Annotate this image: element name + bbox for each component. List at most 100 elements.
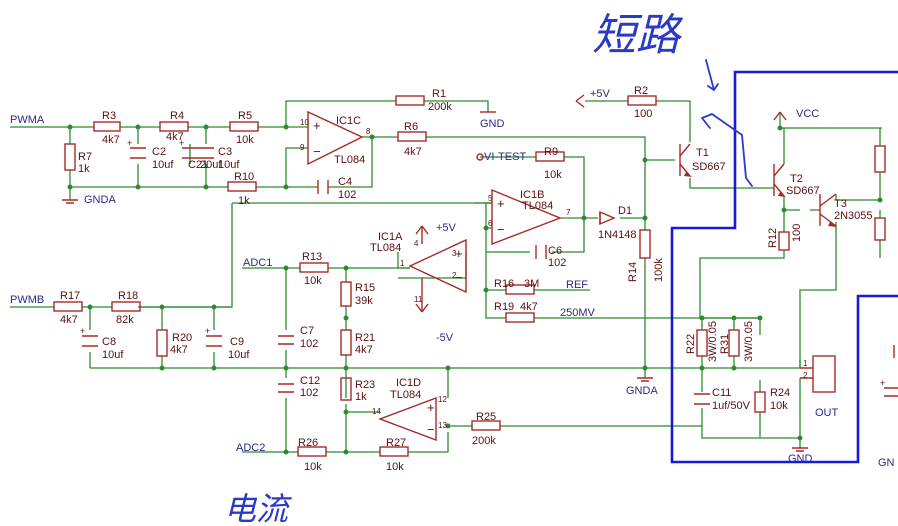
- svg-text:10uf: 10uf: [218, 159, 240, 171]
- svg-text:39k: 39k: [355, 295, 373, 307]
- svg-text:R18: R18: [118, 290, 138, 302]
- svg-text:−: −: [427, 422, 435, 437]
- svg-text:10k: 10k: [544, 169, 562, 181]
- svg-text:C7: C7: [300, 325, 314, 337]
- resistor-R10: [227, 181, 257, 192]
- testpoint-VI: [476, 153, 484, 161]
- svg-text:ADC1: ADC1: [243, 257, 272, 269]
- resistor-R17: [53, 301, 83, 312]
- wires: [10, 100, 882, 453]
- resistor-R15: [340, 281, 352, 307]
- svg-text:−: −: [497, 222, 505, 237]
- svg-text:10k: 10k: [304, 275, 322, 287]
- svg-text:+: +: [427, 400, 435, 415]
- svg-text:4k7: 4k7: [355, 344, 373, 356]
- svg-text:3W/0.05: 3W/0.05: [707, 321, 719, 362]
- svg-text:1uf/50V: 1uf/50V: [712, 400, 751, 412]
- svg-text:IC1D: IC1D: [396, 377, 421, 389]
- svg-text:R9: R9: [544, 146, 558, 158]
- svg-text:R31: R31: [719, 334, 731, 354]
- output-connector: [800, 355, 836, 393]
- polarity-marks: + + + + +: [80, 138, 885, 388]
- resistor-R26: [297, 446, 327, 457]
- svg-text:短路: 短路: [592, 10, 684, 61]
- svg-text:R1: R1: [432, 88, 446, 100]
- resistor-R14: [639, 229, 651, 259]
- svg-text:IC1C: IC1C: [336, 115, 361, 127]
- svg-text:1: 1: [803, 359, 808, 368]
- svg-text:R2: R2: [634, 85, 648, 97]
- svg-text:+: +: [80, 326, 85, 336]
- resistor-R24: [754, 391, 766, 413]
- svg-text:GND: GND: [788, 453, 813, 465]
- svg-text:102: 102: [300, 387, 318, 399]
- svg-text:1k: 1k: [78, 163, 90, 175]
- svg-text:13: 13: [438, 421, 447, 430]
- capacitors: [82, 147, 898, 405]
- svg-text:R12: R12: [767, 228, 779, 248]
- svg-text:R23: R23: [355, 379, 375, 391]
- svg-text:ADC2: ADC2: [236, 442, 265, 454]
- resistor-R21: [340, 329, 352, 356]
- svg-text:GN: GN: [878, 457, 895, 469]
- opamp-IC1D: [378, 396, 437, 442]
- svg-text:TL084: TL084: [370, 242, 401, 254]
- svg-text:R26: R26: [298, 437, 318, 449]
- svg-text:R21: R21: [355, 332, 375, 344]
- svg-text:+: +: [205, 326, 210, 336]
- svg-text:TL084: TL084: [390, 389, 421, 401]
- svg-text:R19: R19: [494, 301, 514, 313]
- svg-text:T2: T2: [790, 173, 803, 185]
- svg-text:6: 6: [488, 219, 493, 228]
- opamp-IC1C: [307, 110, 364, 166]
- svg-text:IC1B: IC1B: [520, 189, 544, 201]
- resistor-R1: [395, 95, 425, 106]
- svg-text:C9: C9: [230, 336, 244, 348]
- svg-text:1: 1: [400, 259, 405, 268]
- svg-text:20uf: 20uf: [200, 159, 222, 171]
- annotation-lines: [670, 59, 898, 464]
- svg-text:GNDA: GNDA: [84, 194, 116, 206]
- svg-text:C3: C3: [218, 146, 232, 158]
- svg-text:200k: 200k: [472, 435, 496, 447]
- resistor-R5: [229, 121, 259, 132]
- arrow-plus5v-2: [415, 225, 429, 235]
- svg-text:3: 3: [452, 249, 457, 258]
- svg-text:R13: R13: [302, 251, 322, 263]
- svg-text:R25: R25: [476, 411, 496, 423]
- resistor-R13: [299, 262, 329, 273]
- ground-GNDA: [62, 199, 78, 204]
- svg-text:3W/0.05: 3W/0.05: [743, 321, 755, 362]
- svg-text:R6: R6: [404, 121, 418, 133]
- svg-text:C21: C21: [188, 159, 208, 171]
- svg-text:+: +: [455, 246, 463, 261]
- svg-text:12: 12: [438, 395, 447, 404]
- resistor-R22: [696, 329, 708, 357]
- svg-text:250MV: 250MV: [560, 307, 596, 319]
- svg-text:200k: 200k: [428, 101, 452, 113]
- svg-text:R7: R7: [78, 151, 92, 163]
- svg-text:+5V: +5V: [436, 222, 457, 234]
- resistor-R2: [627, 95, 657, 106]
- junctions: [67, 124, 883, 455]
- svg-text:102: 102: [338, 189, 356, 201]
- svg-text:1k: 1k: [355, 391, 367, 403]
- svg-text:10k: 10k: [236, 134, 254, 146]
- transistors: [679, 128, 837, 227]
- svg-text:1N4148: 1N4148: [598, 229, 637, 241]
- svg-text:2: 2: [452, 271, 457, 280]
- svg-text:C8: C8: [102, 336, 116, 348]
- resistor-Rx1: [874, 145, 886, 173]
- svg-text:R14: R14: [627, 262, 639, 282]
- svg-text:−: −: [455, 270, 463, 285]
- svg-text:10k: 10k: [386, 461, 404, 473]
- svg-text:R5: R5: [238, 110, 252, 122]
- svg-text:8: 8: [366, 127, 371, 136]
- svg-text:3M: 3M: [524, 278, 539, 290]
- svg-text:SD667: SD667: [692, 161, 726, 173]
- svg-text:4k7: 4k7: [170, 344, 188, 356]
- svg-text:IC1A: IC1A: [378, 231, 403, 243]
- svg-text:R10: R10: [234, 171, 254, 183]
